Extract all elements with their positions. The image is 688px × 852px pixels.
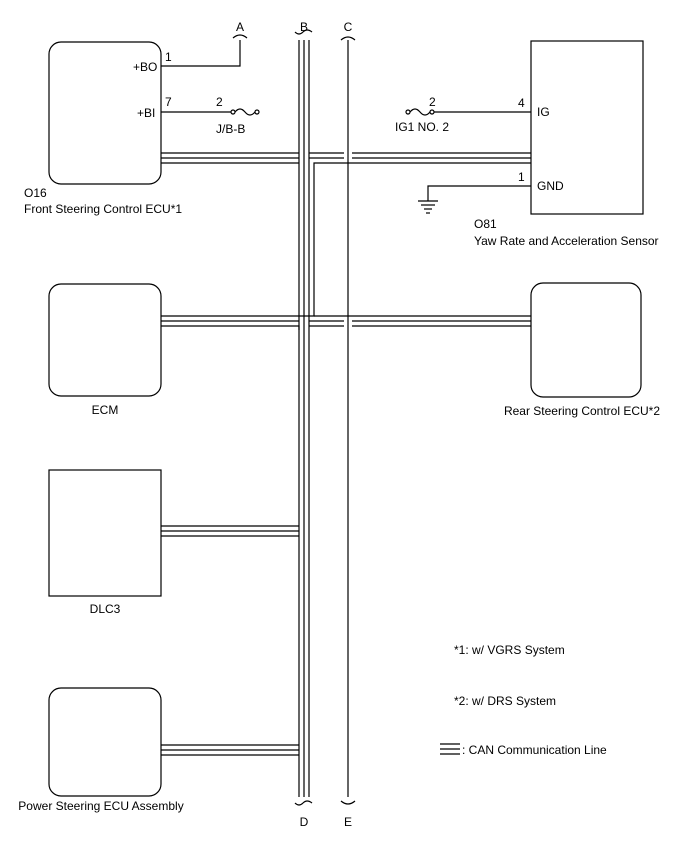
- connection-label-b: B: [300, 20, 308, 34]
- ground-icon: [418, 200, 438, 214]
- power-steering-label: Power Steering ECU Assembly: [18, 799, 183, 813]
- can-dlc3-to-trunk: [161, 525, 299, 537]
- can-line-legend-icon: [440, 743, 460, 755]
- fuse-jb-symbol: [230, 108, 260, 116]
- connection-label-e: E: [344, 815, 352, 829]
- fuse-ig1-name: IG1 NO. 2: [395, 120, 449, 134]
- front-steering-ecu-box: [48, 41, 162, 185]
- fuse-ig1-pin: 2: [429, 95, 436, 109]
- ecm-label: ECM: [92, 403, 119, 417]
- pin-gnd-label: GND: [537, 179, 564, 193]
- pin-bi-num: 7: [165, 95, 172, 109]
- note-drs: *2: w/ DRS System: [454, 694, 556, 708]
- break-mark-a: [232, 34, 248, 39]
- power-steering-ecu-box: [48, 687, 162, 797]
- dlc3-label: DLC3: [90, 602, 121, 616]
- break-mark-d: [294, 800, 313, 806]
- can-bus-trunk-b-d: [298, 40, 310, 797]
- yaw-sensor-name: Yaw Rate and Acceleration Sensor: [474, 234, 659, 248]
- fuse-ig1-symbol: [405, 108, 435, 116]
- pin-bo-num: 1: [165, 50, 172, 64]
- can-power-steering-to-trunk: [161, 744, 299, 756]
- break-mark-b: [294, 29, 313, 35]
- note-vgrs: *1: w/ VGRS System: [454, 643, 565, 657]
- front-steering-name: Front Steering Control ECU*1: [24, 202, 182, 216]
- can-trunk-to-yaw-sensor: [161, 152, 531, 317]
- dlc3-box: [48, 469, 162, 597]
- fuse-jb-pin: 2: [216, 95, 223, 109]
- yaw-rate-sensor-box: [530, 40, 644, 215]
- rear-steering-ecu-box: [530, 282, 642, 398]
- front-steering-connector: O16: [24, 186, 47, 200]
- wire-gnd: [427, 185, 531, 201]
- can-ecm-to-rear-steering: [161, 315, 531, 330]
- fuse-jb-name: J/B-B: [216, 122, 245, 136]
- ecm-box: [48, 283, 162, 397]
- pin-bi-label: +BI: [137, 106, 155, 120]
- wire-bo-to-a: [161, 40, 241, 67]
- yaw-sensor-connector: O81: [474, 217, 497, 231]
- rear-steering-label: Rear Steering Control ECU*2: [504, 404, 660, 418]
- pin-bo-label: +BO: [133, 60, 157, 74]
- connection-label-a: A: [236, 20, 244, 34]
- pin-ig-num: 4: [518, 96, 525, 110]
- legend-can-label: : CAN Communication Line: [462, 743, 607, 757]
- connection-label-c: C: [344, 20, 353, 34]
- connection-label-d: D: [300, 815, 309, 829]
- break-mark-e: [340, 800, 356, 805]
- can-front-steering-to-trunk: [161, 152, 299, 164]
- break-mark-c: [340, 36, 356, 41]
- pin-gnd-num: 1: [518, 170, 525, 184]
- pin-ig-label: IG: [537, 105, 550, 119]
